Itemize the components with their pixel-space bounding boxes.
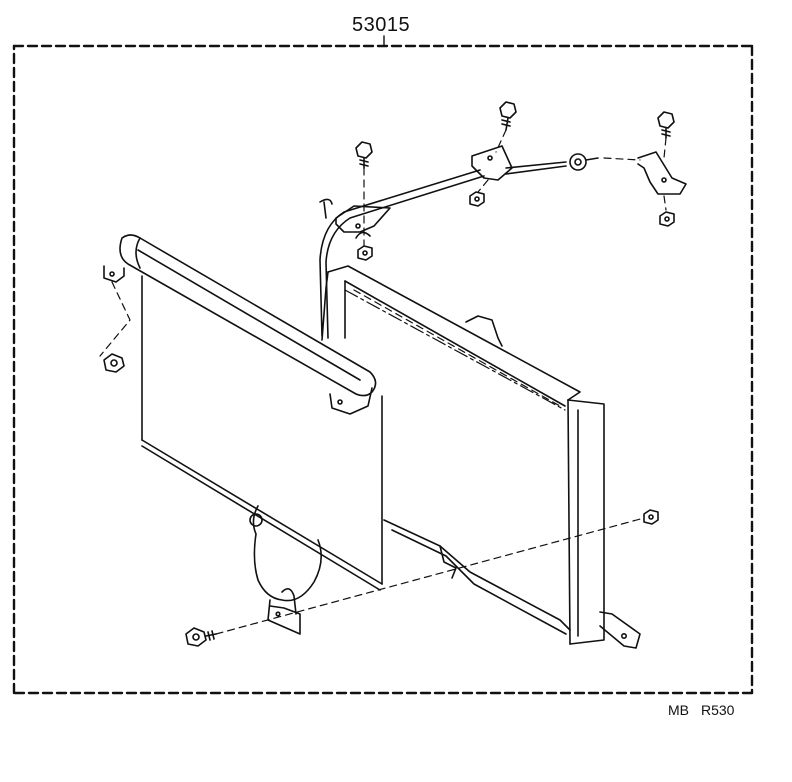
- roller-shade: [103, 234, 383, 635]
- part-number-label: 53015: [352, 14, 411, 36]
- reference-code-prefix: MB: [668, 702, 689, 718]
- assembly-guide-lines: [99, 129, 667, 635]
- nut-bottom-right: [643, 509, 659, 525]
- nut-top-center: [469, 191, 485, 207]
- wire-bracket-center: [471, 145, 513, 181]
- nut-top-left: [357, 245, 373, 261]
- bolt-top-left: [355, 141, 373, 169]
- wire-bracket-right: [637, 151, 687, 195]
- bolt-bottom-left: [185, 627, 217, 647]
- bolt-top-right: [657, 111, 675, 139]
- nut-top-right: [659, 211, 675, 227]
- wire-bracket-left: [335, 205, 391, 239]
- assembly-boundary: [12, 35, 754, 695]
- bolt-left-screw: [103, 353, 125, 373]
- radiator-frame: [321, 265, 641, 649]
- reference-code: MB R530: [668, 702, 734, 718]
- reference-code-number: R530: [701, 702, 735, 718]
- shade-wire: [319, 153, 599, 339]
- bolt-top-center: [499, 101, 517, 131]
